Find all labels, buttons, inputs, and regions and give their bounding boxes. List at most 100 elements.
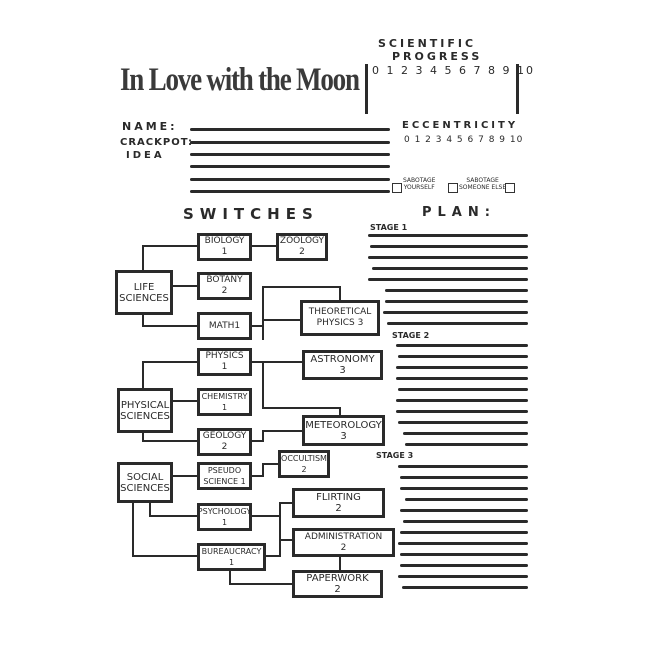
progress-brackets bbox=[365, 64, 519, 114]
idea-field-2[interactable] bbox=[190, 153, 390, 156]
idea-field-3[interactable] bbox=[190, 165, 390, 168]
plan-line[interactable] bbox=[368, 278, 528, 281]
node-level: 3 bbox=[340, 430, 347, 442]
stage-1-label: STAGE 1 bbox=[370, 223, 408, 232]
node-level: 2 bbox=[340, 542, 347, 553]
option-text: SOMEONE ELSE bbox=[459, 184, 507, 191]
sabotage-yourself-checkbox[interactable] bbox=[392, 183, 402, 193]
node-name: ZOOLOGY bbox=[279, 236, 325, 246]
plan-line[interactable] bbox=[372, 267, 528, 270]
plan-line[interactable] bbox=[400, 531, 528, 534]
node-name: MATH bbox=[208, 320, 235, 331]
plan-line[interactable] bbox=[400, 564, 528, 567]
plan-line[interactable] bbox=[396, 377, 528, 380]
plan-title: PLAN: bbox=[422, 205, 496, 220]
chemistry-box[interactable]: CHEMISTRY 1 bbox=[197, 388, 252, 416]
idea-field-1[interactable] bbox=[190, 141, 390, 144]
sabotage-someone-checkbox[interactable] bbox=[448, 183, 458, 193]
node-level: 2 bbox=[301, 465, 307, 474]
progress-scale[interactable]: 0 1 2 3 4 5 6 7 8 9 10 bbox=[372, 64, 535, 77]
plan-line[interactable] bbox=[396, 410, 528, 413]
node-level: 2 bbox=[299, 247, 305, 257]
node-level: PHYSICS 3 bbox=[316, 318, 364, 328]
plan-line[interactable] bbox=[396, 399, 528, 402]
eccentricity-scale[interactable]: 0 1 2 3 4 5 6 7 8 9 10 bbox=[404, 135, 524, 145]
node-name: PHYSICAL bbox=[120, 399, 170, 411]
plan-line[interactable] bbox=[400, 476, 528, 479]
plan-line[interactable] bbox=[383, 311, 528, 314]
switches-title: SWITCHES bbox=[183, 205, 319, 223]
plan-line[interactable] bbox=[368, 256, 528, 259]
node-name: BOTANY bbox=[206, 275, 243, 285]
option-text: YOURSELF bbox=[403, 184, 435, 191]
plan-line[interactable] bbox=[400, 487, 528, 490]
plan-line[interactable] bbox=[405, 498, 528, 501]
node-level: 2 bbox=[221, 286, 228, 296]
node-level: 1 bbox=[221, 247, 228, 257]
plan-line[interactable] bbox=[396, 344, 528, 347]
plan-line[interactable] bbox=[396, 366, 528, 369]
node-name: BIOLOGY bbox=[204, 236, 245, 246]
name-field[interactable] bbox=[190, 128, 390, 131]
name-label: NAME: bbox=[122, 120, 178, 133]
plan-line[interactable] bbox=[398, 355, 528, 358]
plan-line[interactable] bbox=[400, 509, 528, 512]
idea-field-4[interactable] bbox=[190, 178, 390, 181]
node-name: CHEMISTRY bbox=[201, 392, 248, 401]
plan-line[interactable] bbox=[398, 542, 528, 545]
plan-line[interactable] bbox=[398, 421, 528, 424]
idea-field-5[interactable] bbox=[190, 190, 390, 193]
node-name: GEOLOGY bbox=[202, 431, 247, 441]
plan-line[interactable] bbox=[398, 465, 528, 468]
plan-line[interactable] bbox=[398, 388, 528, 391]
node-level: 1 bbox=[221, 403, 228, 412]
plan-line[interactable] bbox=[387, 322, 528, 325]
plan-line[interactable] bbox=[400, 553, 528, 556]
node-sub: SCIENCES bbox=[119, 292, 169, 304]
plan-line[interactable] bbox=[405, 443, 528, 446]
option-text: SABOTAGE bbox=[466, 177, 499, 184]
node-name: METEOROLOGY bbox=[305, 419, 382, 431]
node-name: FLIRTING bbox=[316, 492, 361, 503]
extra-checkbox[interactable] bbox=[505, 183, 515, 193]
plan-line[interactable] bbox=[385, 289, 528, 292]
plan-line[interactable] bbox=[403, 432, 528, 435]
node-level: 2 bbox=[334, 584, 341, 595]
plan-line[interactable] bbox=[398, 575, 528, 578]
plan-line[interactable] bbox=[403, 520, 528, 523]
node-level: 1 bbox=[228, 558, 235, 567]
node-name: PSEUDO bbox=[207, 466, 242, 475]
plan-line[interactable] bbox=[385, 300, 528, 303]
sheet-title: In Love with the Moon bbox=[120, 62, 360, 98]
plan-line[interactable] bbox=[402, 586, 528, 589]
node-level: 1 bbox=[221, 518, 228, 527]
plan-line[interactable] bbox=[370, 245, 528, 248]
node-level: 3 bbox=[339, 365, 346, 376]
node-name: THEORETICAL bbox=[308, 307, 372, 317]
plan-line[interactable] bbox=[368, 234, 528, 237]
progress-label-1: SCIENTIFIC bbox=[378, 37, 477, 50]
node-level: 1 bbox=[234, 320, 241, 331]
